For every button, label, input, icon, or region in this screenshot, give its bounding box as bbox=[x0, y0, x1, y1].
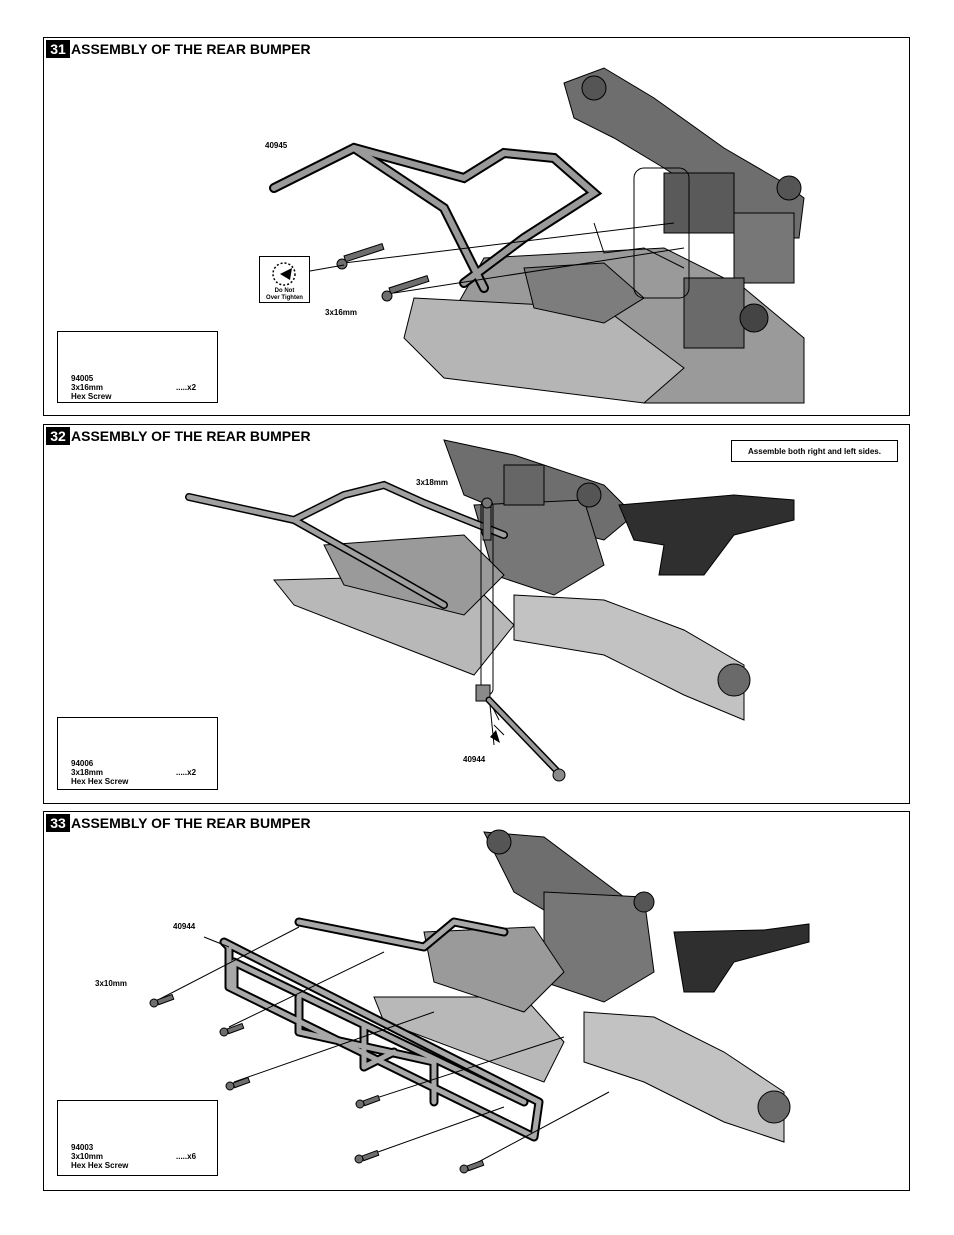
step-title: ASSEMBLY OF THE REAR BUMPER bbox=[71, 428, 311, 444]
do-not-text: Do Not bbox=[274, 288, 295, 294]
part-name: Hex Screw bbox=[71, 392, 112, 401]
part-size: 3x16mm bbox=[71, 383, 104, 392]
assembly-note: Assemble both right and left sides. bbox=[731, 440, 898, 462]
part-number: 94005 bbox=[71, 374, 94, 383]
do-not-over-tighten-callout: Do Not Over Tighten bbox=[259, 256, 310, 303]
screw-drawing bbox=[336, 243, 430, 302]
parts-box: 94003 3x10mm .....x6 Hex Hex Screw bbox=[57, 1100, 218, 1176]
chassis-drawing bbox=[373, 829, 810, 1143]
part-label-40944: 40944 bbox=[173, 922, 196, 931]
step-number: 32 bbox=[46, 427, 70, 445]
step-31-panel: 31 ASSEMBLY OF THE REAR BUMPER bbox=[43, 37, 910, 416]
part-label-40945: 40945 bbox=[265, 141, 288, 150]
torque-warning-icon bbox=[272, 262, 296, 286]
part-label-40944: 40944 bbox=[463, 755, 486, 764]
rear-bumper-illustration bbox=[71, 67, 805, 404]
step-33-panel: 33 ASSEMBLY OF THE REAR BUMPER bbox=[43, 811, 910, 1191]
screw-drawing bbox=[149, 993, 485, 1174]
step-32-panel: 32 ASSEMBLY OF THE REAR BUMPER Assemble … bbox=[43, 424, 910, 804]
over-tighten-text: Over Tighten bbox=[266, 295, 303, 301]
parts-box: 94005 3x16mm .....x2 Hex Screw bbox=[57, 331, 218, 403]
part-quantity: .....x2 bbox=[176, 383, 197, 392]
step-title: ASSEMBLY OF THE REAR BUMPER bbox=[71, 41, 311, 57]
parts-box: 94006 3x18mm .....x2 Hex Hex Screw bbox=[57, 717, 218, 790]
part-number: 94006 bbox=[71, 759, 94, 768]
rear-bumper-illustration bbox=[71, 829, 810, 1174]
part-name: Hex Hex Screw bbox=[71, 777, 129, 786]
screw-label-3x16mm: 3x16mm bbox=[325, 308, 358, 317]
screw-drawing bbox=[481, 497, 493, 541]
step-number: 31 bbox=[46, 40, 70, 58]
screw-label-3x18mm: 3x18mm bbox=[416, 478, 449, 487]
part-size: 3x10mm bbox=[71, 1152, 104, 1161]
part-name: Hex Hex Screw bbox=[71, 1161, 129, 1170]
part-number: 94003 bbox=[71, 1143, 94, 1152]
screw-label-3x10mm: 3x10mm bbox=[95, 979, 128, 988]
chassis-drawing bbox=[403, 67, 805, 404]
chassis-drawing bbox=[272, 439, 795, 721]
step-title: ASSEMBLY OF THE REAR BUMPER bbox=[71, 815, 311, 831]
link-40944 bbox=[475, 684, 566, 782]
step-number: 33 bbox=[46, 814, 70, 832]
part-quantity: .....x6 bbox=[176, 1152, 197, 1161]
part-size: 3x18mm bbox=[71, 768, 104, 777]
part-quantity: .....x2 bbox=[176, 768, 197, 777]
